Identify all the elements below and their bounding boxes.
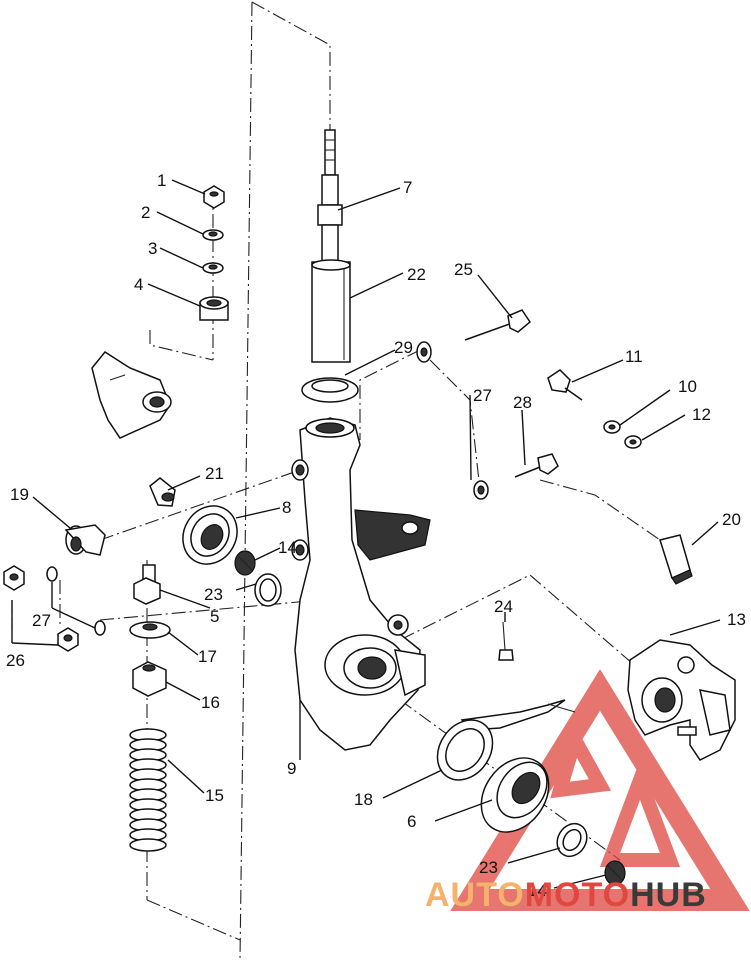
label-27-left: 27	[32, 611, 51, 630]
label-14-lower: 14	[528, 881, 547, 900]
label-24: 24	[494, 597, 513, 616]
washer-part-27-left	[46, 566, 58, 582]
spindle-part-7	[317, 129, 343, 266]
washer-part-10	[603, 420, 621, 434]
hub-part-6	[480, 757, 550, 833]
label-18: 18	[354, 790, 373, 809]
washer-part-29b	[416, 341, 432, 363]
label-17: 17	[198, 647, 217, 666]
tube-part-22	[311, 259, 351, 363]
label-22: 22	[407, 265, 426, 284]
race-part-23	[254, 573, 282, 607]
label-16: 16	[201, 693, 220, 712]
bolt-part-11	[547, 369, 583, 401]
label-2: 2	[141, 203, 150, 222]
callout-labels: 1 2 3 4 7 22 25 29 11 10 27 28 12 21 19 …	[6, 171, 746, 900]
label-20: 20	[722, 510, 741, 529]
washer-part-3	[202, 262, 224, 274]
label-25: 25	[454, 260, 473, 279]
label-12: 12	[692, 405, 711, 424]
grease-fitting-part-24	[498, 621, 514, 661]
label-11: 11	[625, 347, 643, 366]
spring-part-15	[129, 728, 167, 852]
label-15: 15	[205, 786, 224, 805]
washer-part-27-right	[473, 480, 489, 500]
watermark-hub: HUB	[630, 876, 707, 914]
bushing-part-4	[199, 296, 229, 321]
bolt-part-25	[464, 309, 531, 341]
nut-part-26-bottom	[57, 627, 79, 652]
bearing-part-8	[182, 505, 238, 565]
label-8: 8	[282, 498, 291, 517]
washer-part-17	[129, 621, 171, 639]
nut-part-26-top	[3, 565, 25, 591]
label-6: 6	[407, 812, 416, 831]
watermark-auto: AUTO	[425, 876, 525, 914]
bolt-part-5	[133, 564, 161, 605]
caliper-part-13	[627, 639, 736, 761]
leader-lines	[11, 179, 721, 889]
nut-part-1	[203, 185, 225, 209]
label-23-lower: 23	[479, 858, 498, 877]
label-5: 5	[210, 607, 219, 626]
label-10: 10	[678, 377, 697, 396]
label-14-upper: 14	[278, 538, 297, 557]
label-26: 26	[6, 651, 25, 670]
label-23-upper: 23	[204, 585, 223, 604]
svg-text:AUTOMOTOHUB: AUTOMOTOHUB	[425, 876, 707, 914]
brake-pad-part-20	[659, 534, 693, 585]
washer-part-27-lower	[94, 620, 106, 636]
mount-bracket	[91, 351, 172, 439]
label-19: 19	[10, 485, 29, 504]
label-1: 1	[157, 171, 166, 190]
washer-part-2	[202, 229, 224, 241]
watermark-moto: MOTO	[525, 876, 630, 914]
label-3: 3	[148, 239, 157, 258]
label-28: 28	[513, 393, 532, 412]
label-4: 4	[134, 275, 143, 294]
bearing-cone-part-14	[234, 550, 256, 576]
nut-part-12	[624, 435, 642, 449]
nut-part-16	[132, 661, 167, 697]
race-part-23-lower	[556, 822, 588, 858]
seal-ring-part-29	[301, 377, 359, 403]
bolt-part-28	[514, 453, 559, 478]
steering-knuckle-part-9	[291, 417, 431, 751]
watermark-text: AUTOMOTOHUB	[425, 876, 707, 914]
seal-part-18	[436, 719, 494, 781]
label-29: 29	[394, 338, 413, 357]
bearing-cone-part-14-lower	[604, 860, 626, 886]
label-21: 21	[205, 464, 224, 483]
bolt-part-21	[149, 477, 176, 507]
clamp-part-19	[64, 524, 106, 556]
label-27-right: 27	[473, 386, 492, 405]
label-7: 7	[403, 178, 412, 197]
label-13: 13	[727, 610, 746, 629]
label-9: 9	[287, 759, 296, 778]
